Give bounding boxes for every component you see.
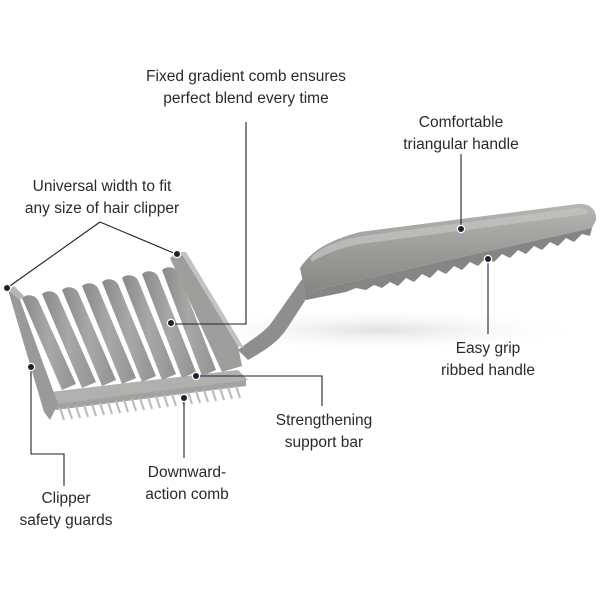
callout-triangular-handle-line2: triangular handle <box>403 136 519 153</box>
callout-downward-comb-line1: Downward- <box>147 464 227 481</box>
callout-triangular-handle-line1: Comfortable <box>418 114 504 131</box>
dot-downward-comb <box>179 393 189 403</box>
callout-fixed-gradient-line1: Fixed gradient comb ensures <box>146 68 346 85</box>
dot-easy-grip <box>483 254 493 264</box>
callout-safety-guards-line2: safety guards <box>19 512 113 529</box>
leader-lines <box>6 122 489 486</box>
callout-support-bar-line1: Strengthening <box>275 412 373 429</box>
left-safety-guard <box>8 290 58 420</box>
callout-easy-grip-line1: Easy grip <box>455 340 521 357</box>
callout-universal-width: Universal width to fit any size of hair … <box>0 176 204 220</box>
callout-easy-grip: Easy grip ribbed handle <box>418 338 558 382</box>
callout-universal-width-line1: Universal width to fit <box>32 178 172 195</box>
dot-safety-guards <box>26 362 36 372</box>
callout-safety-guards: Clipper safety guards <box>0 488 132 532</box>
leader-support-bar <box>196 375 323 406</box>
right-safety-guard <box>170 254 242 372</box>
callout-support-bar-line2: support bar <box>284 434 364 451</box>
comb-head <box>8 252 248 421</box>
leader-fixed-gradient <box>172 122 247 325</box>
callout-universal-width-line2: any size of hair clipper <box>24 200 180 217</box>
gradient-comb-teeth <box>22 267 216 390</box>
dot-universal-width-left <box>2 283 12 293</box>
callout-downward-comb-line2: action comb <box>145 486 229 503</box>
callout-dots <box>2 224 493 403</box>
callout-easy-grip-line2: ribbed handle <box>441 362 535 379</box>
callout-support-bar: Strengthening support bar <box>254 410 394 454</box>
leader-universal-width-left <box>6 221 101 289</box>
dot-support-bar <box>191 371 201 381</box>
leader-universal-width-right <box>99 221 177 255</box>
leader-safety-guards <box>30 367 65 486</box>
downward-action-comb <box>58 385 242 421</box>
callout-fixed-gradient-line2: perfect blend every time <box>163 90 329 107</box>
callout-fixed-gradient: Fixed gradient comb ensures perfect blen… <box>112 66 380 110</box>
ribbed-grip <box>306 228 592 300</box>
dot-universal-width-right <box>172 249 182 259</box>
dot-fixed-gradient <box>166 318 176 328</box>
dot-triangular-handle <box>456 224 466 234</box>
comb-handle <box>238 203 597 360</box>
callout-triangular-handle: Comfortable triangular handle <box>380 112 542 156</box>
callout-safety-guards-line1: Clipper <box>41 490 91 507</box>
callout-downward-comb: Downward- action comb <box>126 462 248 506</box>
